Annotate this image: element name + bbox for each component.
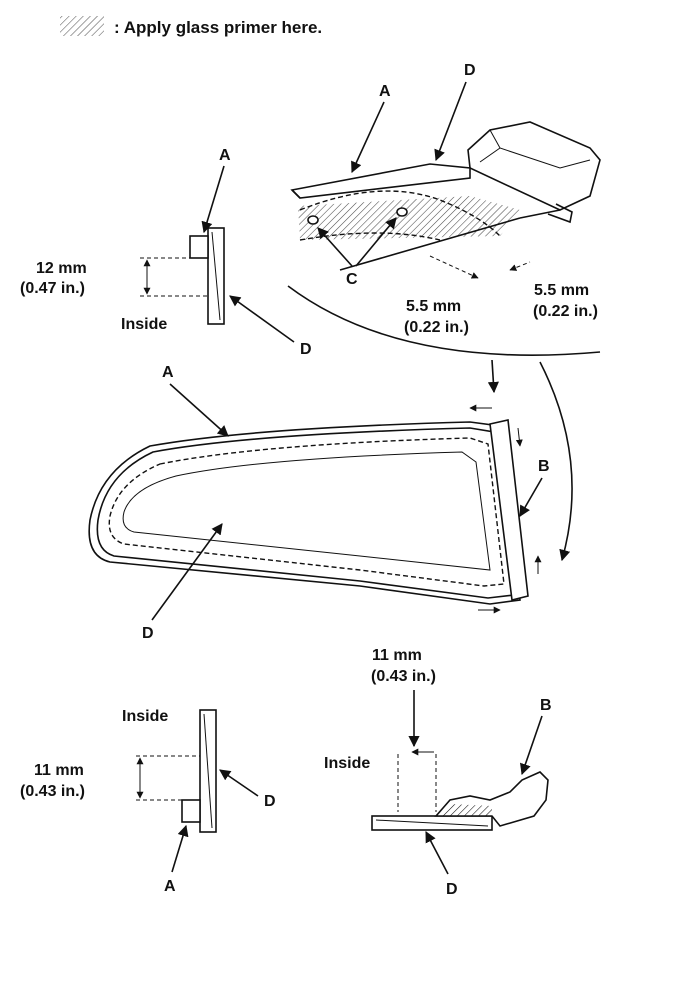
section-top-left: A 12 mm (0.47 in.) Inside D [20,147,312,358]
dim-55mm-left-in: (0.22 in.) [404,319,469,336]
detail-top-right: A D C 5.5 mm (0.22 in.) 5.5 mm (0.22 in.… [287,62,601,562]
dim-11mm-bl-in: (0.43 in.) [20,783,85,800]
label-inside-tl: Inside [121,316,167,333]
label-a-bl: A [164,878,176,895]
label-b-mid: B [538,458,550,475]
label-a-tr: A [379,83,391,100]
dim-55mm-right-in: (0.22 in.) [533,303,598,320]
dim-55mm-left: 5.5 mm [406,298,461,315]
hatch-swatch [60,16,104,36]
label-d-bl: D [264,793,276,810]
label-a-mid: A [162,364,174,381]
label-a-tl: A [219,147,231,164]
label-inside-bl: Inside [122,708,168,725]
label-d-tl: D [300,341,312,358]
dim-11mm-bl: 11 mm [34,762,84,779]
label-d-br: D [446,881,458,898]
dim-11mm-br-in: (0.43 in.) [371,668,436,685]
label-b-br: B [540,697,552,714]
label-inside-br: Inside [324,755,370,772]
section-bottom-right: 11 mm (0.43 in.) Inside B D [324,647,552,898]
dim-12mm: 12 mm [36,260,87,277]
label-d-mid: D [142,625,154,642]
legend-text: : Apply glass primer here. [114,18,322,37]
label-d-tr: D [464,62,476,79]
dim-11mm-br: 11 mm [372,647,422,664]
legend: : Apply glass primer here. [60,16,322,37]
dim-12mm-in: (0.47 in.) [20,280,85,297]
section-bottom-left: Inside 11 mm (0.43 in.) D A [20,708,276,895]
label-c: C [346,271,358,288]
quarter-glass: A B D [88,364,550,642]
dim-55mm-right: 5.5 mm [534,282,589,299]
